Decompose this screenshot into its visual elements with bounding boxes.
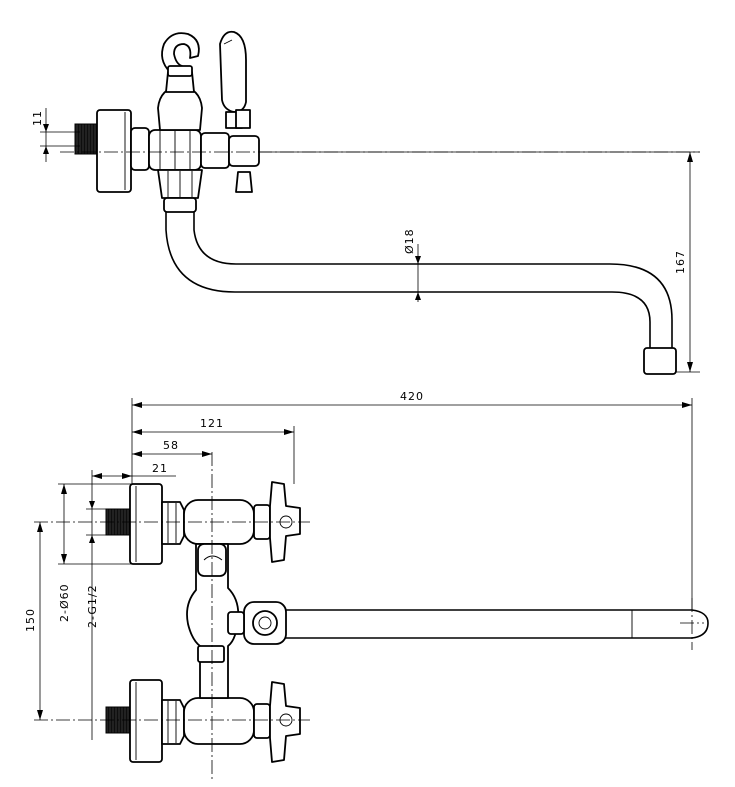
front-view: 420 121 58 21 2-Ø60 2-G1/2	[24, 390, 709, 780]
dim-body-offset: 58	[163, 439, 179, 452]
front-lower-flange	[129, 679, 163, 763]
dim-handle-offset: 121	[200, 417, 224, 430]
side-view: 167 Ø18 11	[31, 30, 700, 375]
side-wall-flange	[96, 109, 132, 193]
side-cross-handle	[235, 109, 251, 129]
front-central-body	[186, 543, 240, 699]
dim-spout-drop: 167	[674, 250, 687, 274]
dim-overall-length: 420	[400, 390, 424, 403]
side-shower-hook	[161, 32, 200, 73]
dim-thread-pitch: 11	[31, 110, 44, 126]
side-inlet-thread	[74, 123, 98, 155]
dim-thread-size: 2-G1/2	[86, 584, 99, 628]
dim-flange-diameter: 2-Ø60	[58, 583, 71, 622]
side-spout-outlet	[643, 347, 677, 375]
dim-pipe-diameter: Ø18	[403, 228, 416, 254]
dim-inlet-spacing: 150	[24, 608, 37, 632]
side-lever-handle	[219, 30, 247, 113]
side-spout-pipe	[165, 211, 651, 349]
front-spout-pipe	[285, 609, 709, 639]
front-upper-flange	[129, 483, 163, 565]
front-lower-cross-handle	[269, 681, 301, 763]
dim-inlet-offset: 21	[152, 462, 168, 475]
